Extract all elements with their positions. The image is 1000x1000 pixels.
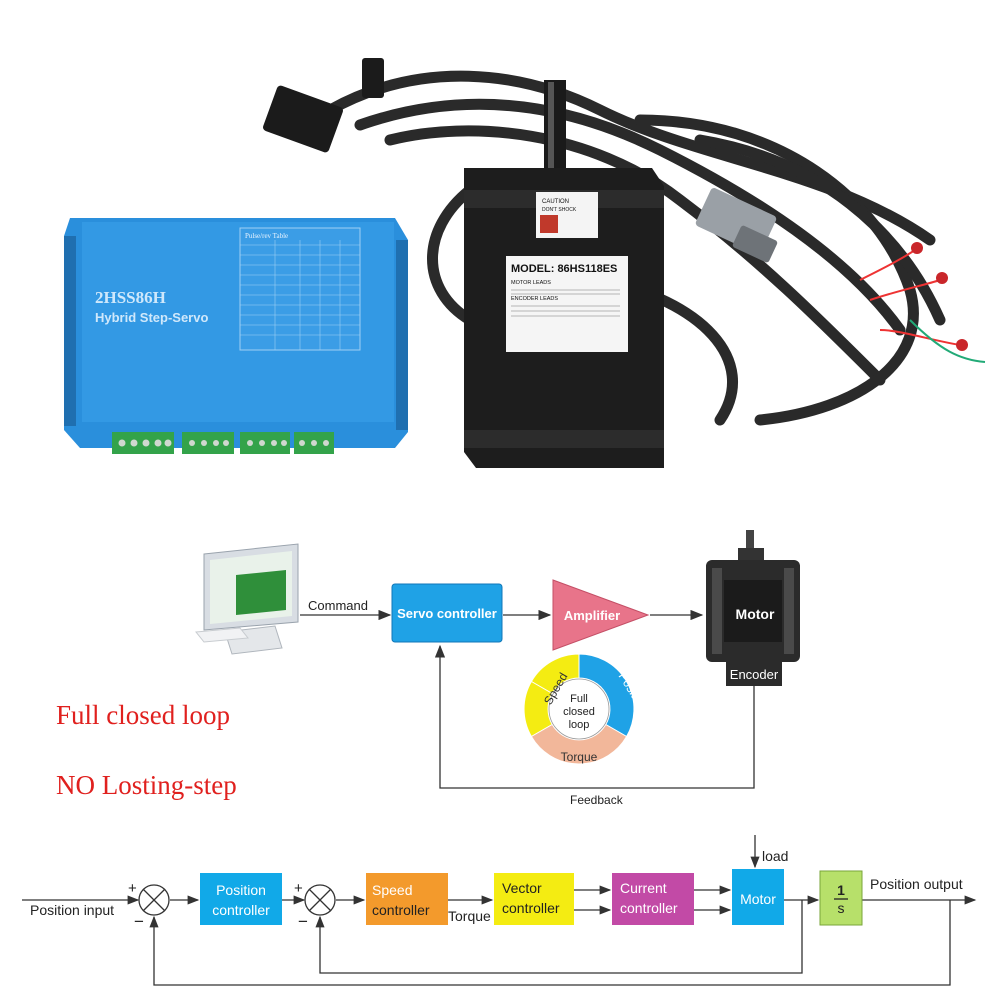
speed-controller-box: [366, 873, 448, 925]
sum-junction-2: [304, 884, 336, 916]
position-controller-line1: Position: [216, 882, 266, 898]
vector-controller-line2: controller: [502, 900, 560, 916]
product-photo: Pulse/rev Table 2HSS86H Hybrid Step-Serv…: [64, 58, 986, 468]
motor-model-label: MODEL: 86HS118ES: [511, 263, 617, 275]
amplifier-triangle: [552, 579, 650, 651]
closed-loop-ring: Speed Position Torque Full closed loop: [523, 653, 650, 765]
motor-label: Motor: [736, 606, 775, 622]
ring-center-line2: closed: [563, 706, 595, 718]
integrator-denominator: s: [838, 900, 845, 916]
ring-center-line3: loop: [569, 719, 590, 731]
integrator-box: [819, 870, 863, 926]
motor-block: Motor Encoder: [706, 530, 800, 686]
ring-torque-label: Torque: [561, 750, 598, 764]
driver-model: 2HSS86H: [95, 288, 166, 307]
encoder-leads-label: ENCODER LEADS: [511, 296, 558, 302]
feedback-arrow: [434, 644, 755, 789]
caution-label: CAUTION: [542, 199, 569, 205]
current-controller-line2: controller: [620, 900, 678, 916]
stepper-motor: CAUTION DON'T SHOCK MODEL: 86HS118ES MOT…: [464, 80, 664, 468]
control-block-diagram: + − + − Position input Position controll…: [22, 835, 977, 986]
current-controller-line1: Current: [620, 880, 667, 896]
load-label: load: [762, 848, 788, 864]
plus-sign-2: +: [294, 880, 303, 897]
minus-sign-1: −: [134, 912, 144, 931]
position-controller-line2: controller: [212, 902, 270, 918]
vector-controller-box: [494, 873, 574, 925]
motor-box: [732, 869, 784, 925]
vector-controller-line1: Vector: [502, 880, 542, 896]
encoder-label: Encoder: [730, 667, 779, 682]
torque-label: Torque: [448, 908, 491, 924]
minus-sign-2: −: [298, 912, 308, 931]
position-output-label: Position output: [870, 876, 963, 892]
position-controller-box: [200, 873, 282, 925]
position-input-label: Position input: [30, 902, 114, 918]
wire-terminals: [859, 242, 986, 363]
amplifier-label: Amplifier: [564, 608, 620, 623]
motor-box-label: Motor: [740, 891, 776, 907]
driver-table-title: Pulse/rev Table: [245, 232, 288, 240]
computer-icon: [195, 543, 299, 655]
current-controller-box: [612, 873, 694, 925]
driver-unit: Pulse/rev Table 2HSS86H Hybrid Step-Serv…: [64, 218, 408, 454]
headline-no-losting-step: NO Losting-step: [56, 770, 237, 800]
motor-leads-label: MOTOR LEADS: [511, 280, 551, 286]
ring-center-line1: Full: [570, 693, 588, 705]
headline-full-closed-loop: Full closed loop: [56, 700, 230, 730]
servo-controller-label: Servo controller: [397, 606, 497, 621]
plus-sign-1: +: [128, 880, 137, 897]
servo-controller-box: [391, 583, 503, 643]
speed-controller-line2: controller: [372, 902, 430, 918]
feedback-label: Feedback: [570, 793, 624, 807]
driver-subtitle: Hybrid Step-Servo: [95, 310, 208, 325]
closed-loop-diagram: Command Servo controller Amplifier Motor…: [195, 530, 800, 807]
speed-controller-line1: Speed: [372, 882, 412, 898]
caution-sublabel: DON'T SHOCK: [542, 207, 577, 213]
command-label: Command: [308, 598, 368, 613]
integrator-numerator: 1: [837, 882, 845, 898]
sum-junction-1: [138, 884, 170, 916]
cable-bundle: [324, 70, 946, 426]
encoder-connector: [695, 188, 778, 263]
motor-connector: [263, 58, 384, 153]
